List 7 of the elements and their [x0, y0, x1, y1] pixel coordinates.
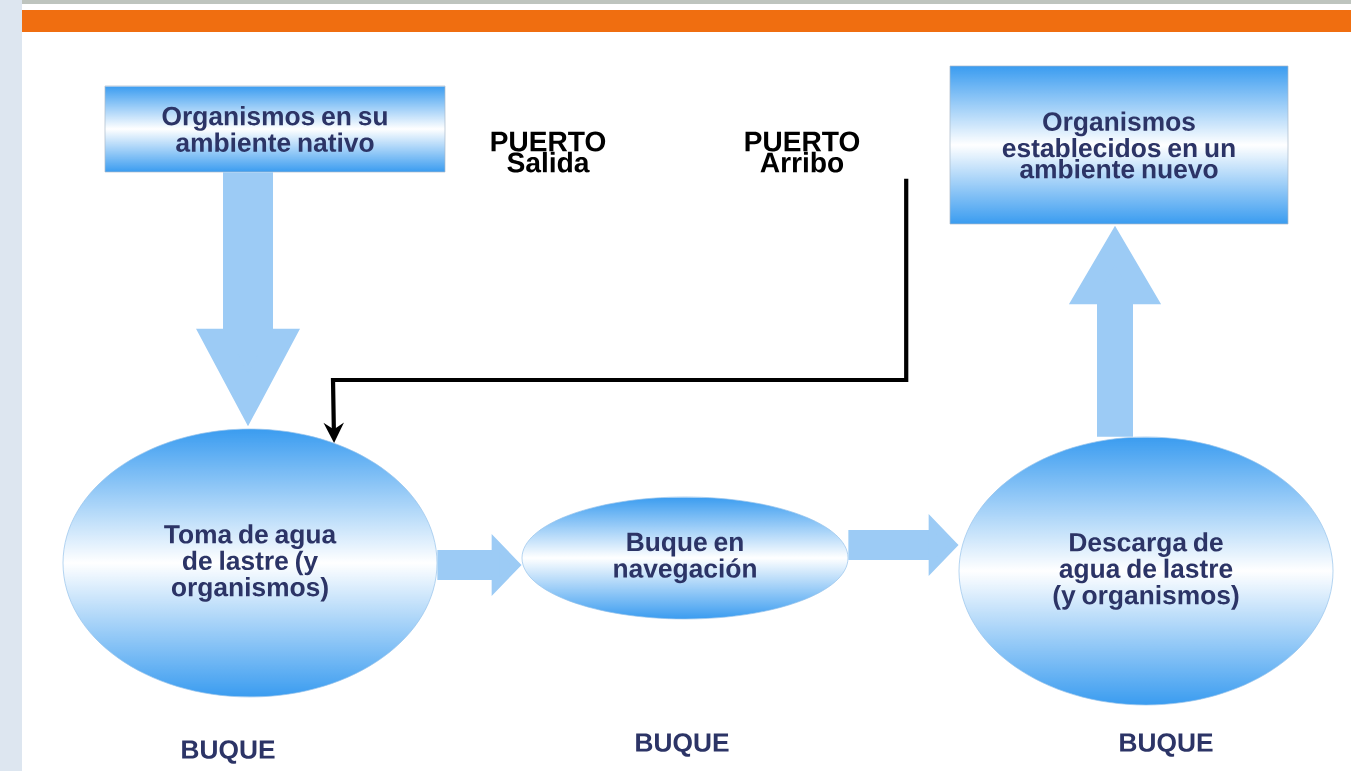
process-box: Organismos en su ambiente nativo	[104, 85, 446, 173]
ship-label: BUQUE	[1120, 733, 1213, 757]
ship-label: BUQUE	[182, 740, 275, 764]
ship-label: BUQUE	[636, 733, 729, 757]
port-label: PUERTO Arribo	[745, 131, 860, 173]
process-box: Organismos establecidos en un ambiente nuevo	[949, 65, 1289, 225]
port-label: PUERTO Salida	[491, 131, 606, 173]
